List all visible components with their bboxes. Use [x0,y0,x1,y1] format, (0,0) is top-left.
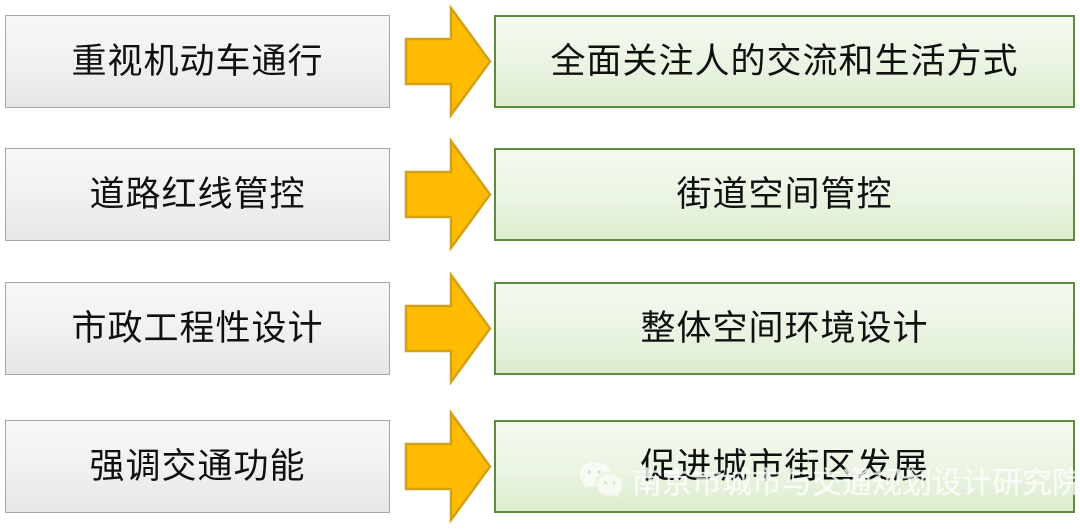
right-arrow-icon [404,272,492,385]
right-box-label: 整体空间环境设计 [640,309,929,348]
diagram-row: 市政工程性设计 整体空间环境设计 [0,272,1080,385]
right-box-row-0: 全面关注人的交流和生活方式 [494,15,1075,108]
left-box-label: 市政工程性设计 [71,309,324,348]
right-arrow-icon [404,138,492,251]
left-box-row-2: 市政工程性设计 [5,282,390,375]
left-box-row-1: 道路红线管控 [5,148,390,241]
left-box-row-0: 重视机动车通行 [5,15,390,108]
right-box-row-1: 街道空间管控 [494,148,1075,241]
diagram-row: 道路红线管控 街道空间管控 [0,138,1080,251]
right-box-row-2: 整体空间环境设计 [494,282,1075,375]
left-box-row-3: 强调交通功能 [5,420,390,513]
left-box-label: 道路红线管控 [89,175,306,214]
left-box-label: 重视机动车通行 [71,42,324,81]
right-box-label: 促进城市街区发展 [640,447,929,486]
diagram-row: 重视机动车通行 全面关注人的交流和生活方式 [0,5,1080,118]
right-box-label: 街道空间管控 [676,175,893,214]
right-arrow-icon [404,410,492,523]
right-box-label: 全面关注人的交流和生活方式 [550,42,1019,81]
diagram-row: 强调交通功能 促进城市街区发展 [0,410,1080,523]
right-box-row-3: 促进城市街区发展 [494,420,1075,513]
left-box-label: 强调交通功能 [89,447,306,486]
right-arrow-icon [404,5,492,118]
